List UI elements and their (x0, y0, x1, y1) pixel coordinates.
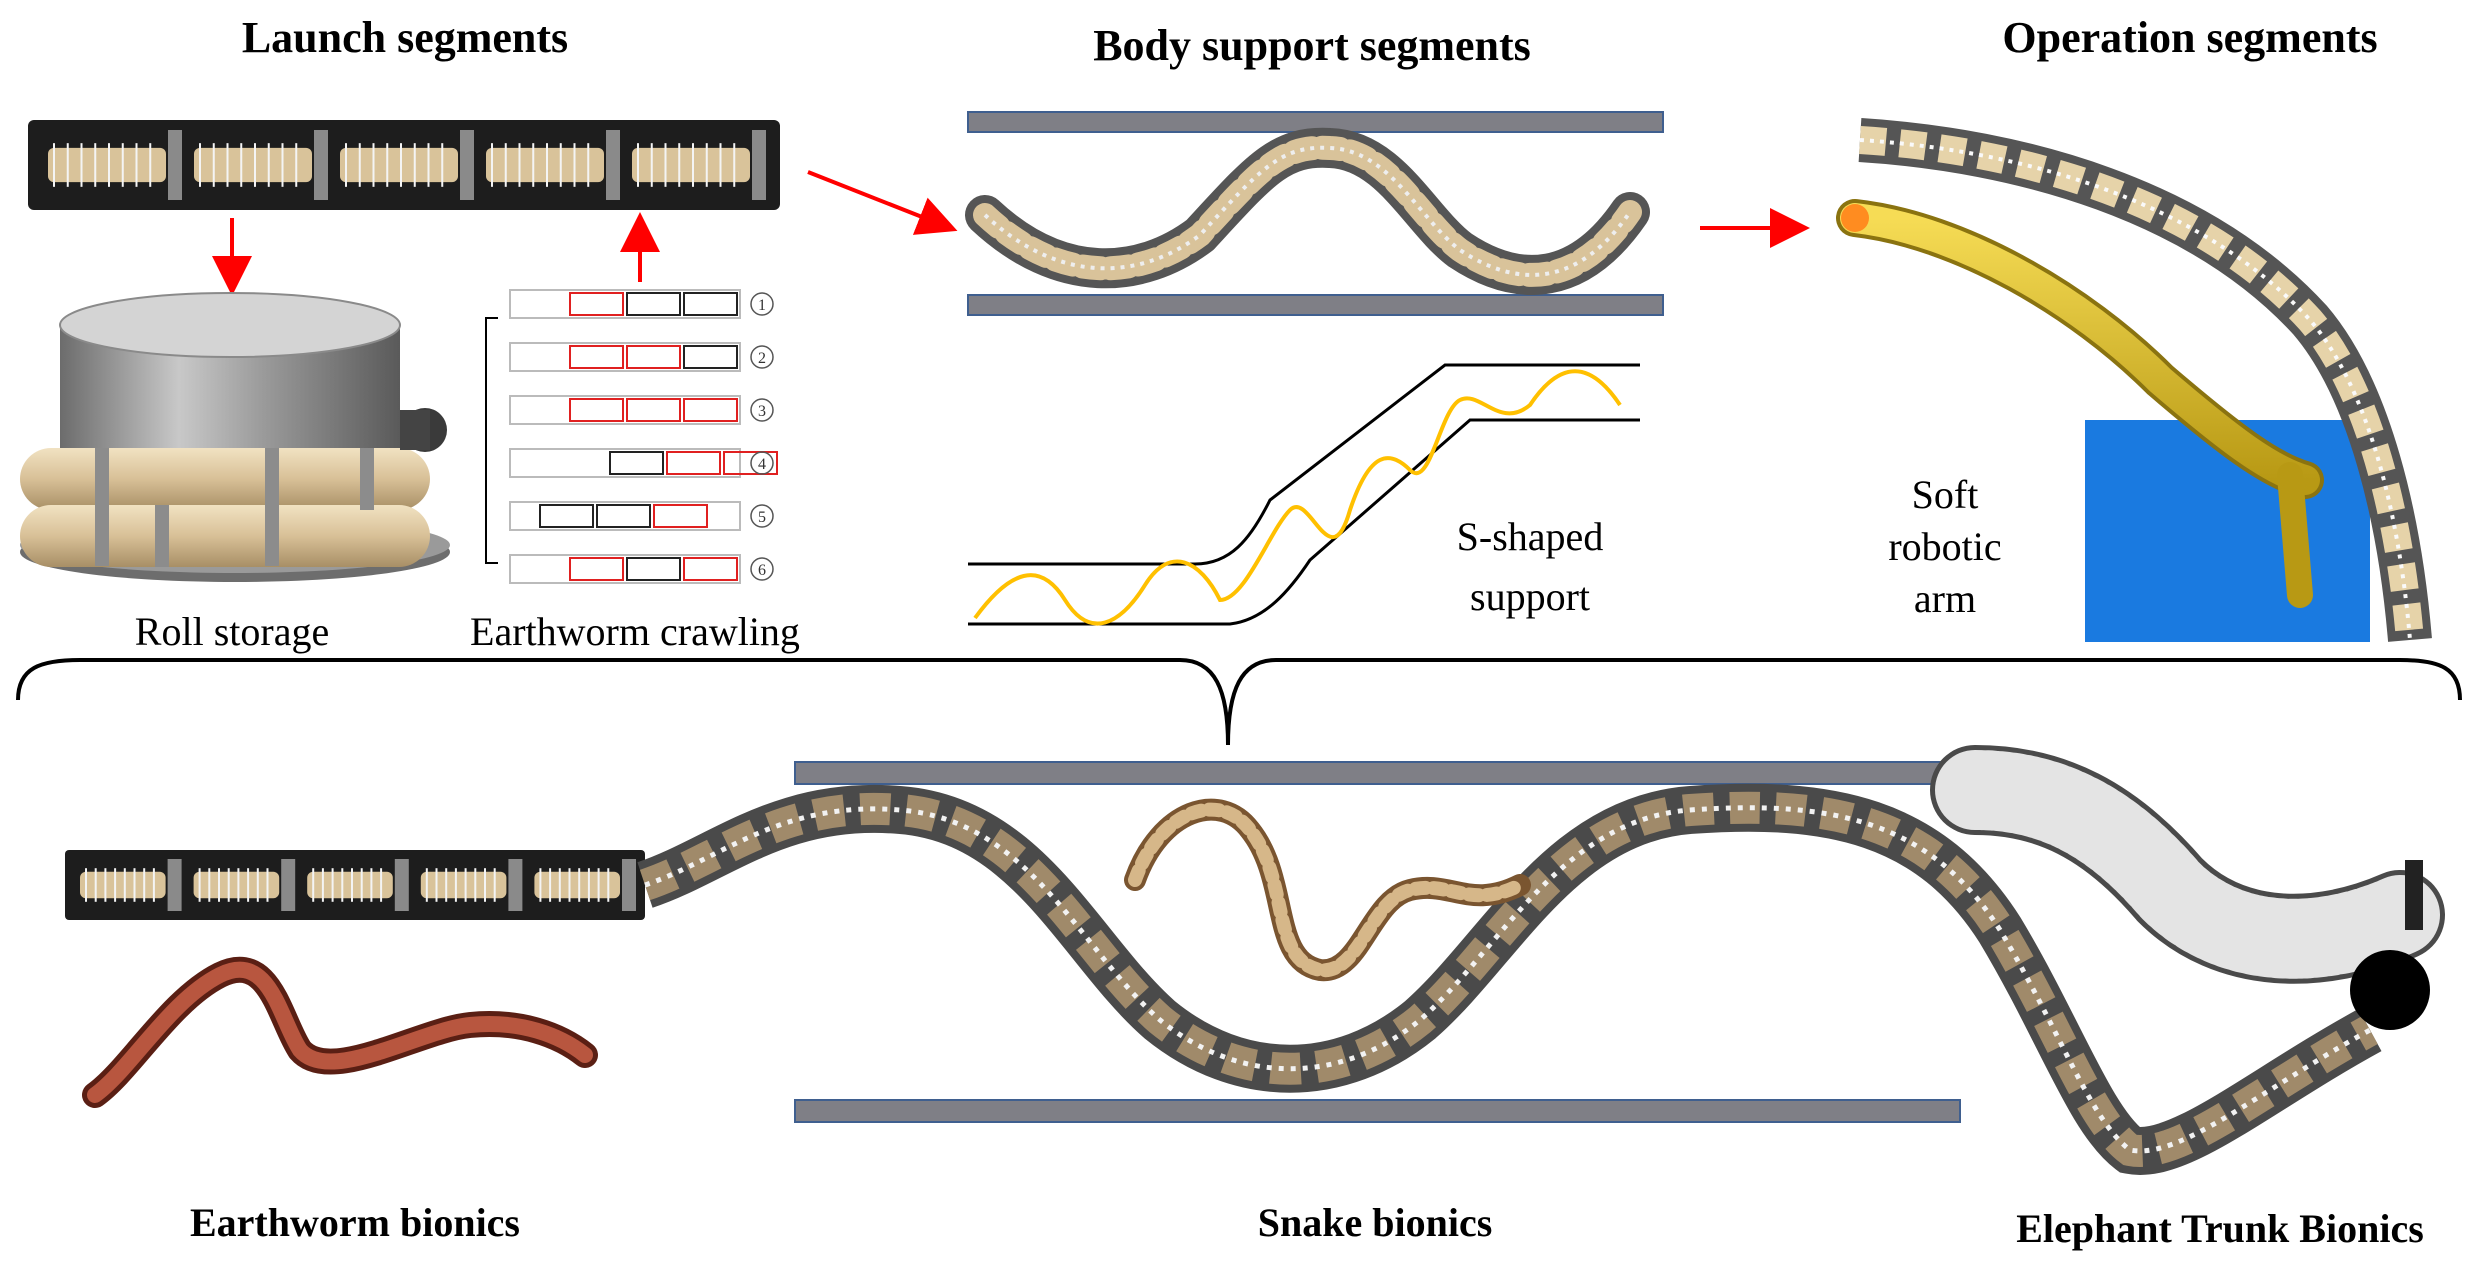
bottom-launch-tube (65, 850, 645, 920)
s-shaped-support-schematic (968, 363, 1640, 626)
crawl-segment-box (653, 504, 708, 528)
crawl-segment-box (723, 451, 778, 475)
earthworm-bionics-caption: Earthworm bionics (190, 1200, 520, 1245)
crawl-segment-box (569, 345, 624, 369)
crawl-step-number-circle (750, 292, 774, 316)
body-support-wall-bottom (967, 294, 1664, 316)
tube-spring-cell (340, 147, 458, 183)
grouping-brace (16, 658, 2462, 746)
earthworm-crawling-caption: Earthworm crawling (470, 609, 800, 654)
roll-storage-caption: Roll storage (135, 609, 329, 654)
tube-joint (752, 130, 766, 200)
launch-robot-tube (28, 120, 780, 210)
roll-storage-drum (20, 292, 450, 582)
elephant-trunk-image (1930, 745, 2445, 1030)
snake-channel-wall-top (794, 761, 1961, 785)
earthworm-image (82, 956, 598, 1108)
crawl-step-row: 5 (509, 501, 774, 531)
tube-spring-cell (193, 871, 280, 899)
tube-spring-cell (420, 871, 507, 899)
crawl-segment-box (609, 451, 664, 475)
crawl-segment-box (569, 398, 624, 422)
crawl-step-row: 3 (509, 395, 774, 425)
crawl-step-track (509, 289, 741, 319)
tube-spring-cell (194, 147, 312, 183)
crawl-step-number-circle (750, 504, 774, 528)
tube-spring-cell (486, 147, 604, 183)
crawl-segment-box (626, 398, 681, 422)
tube-joint (460, 130, 474, 200)
crawl-step-number-circle (750, 557, 774, 581)
crawl-step-number: 3 (758, 403, 766, 420)
launch-segments-heading: Launch segments (242, 13, 568, 62)
crawl-segment-box (683, 345, 738, 369)
crawl-step-number: 5 (758, 509, 766, 526)
crawl-segment-box (683, 398, 738, 422)
crawl-step-track (509, 501, 741, 531)
s-shaped-support-caption-line2: support (1470, 574, 1590, 619)
tube-spring-cell (307, 871, 393, 899)
snake-bionics-caption: Snake bionics (1258, 1200, 1493, 1245)
crawl-segment-box (569, 557, 624, 581)
body-support-segments-heading: Body support segments (1093, 21, 1531, 70)
crawl-step-number: 6 (758, 562, 766, 579)
tube-joint (394, 859, 409, 911)
crawl-step-number: 4 (758, 456, 766, 473)
crawl-segment-box (666, 451, 721, 475)
operation-arm-rendering (1836, 118, 2432, 642)
tube-joint (168, 130, 182, 200)
tube-joint (314, 130, 328, 200)
crawl-segment-box (626, 292, 681, 316)
tube-joint (606, 130, 620, 200)
tube-joint (281, 859, 296, 911)
soft-robotic-arm-caption-line2: robotic (1888, 524, 2001, 569)
crawl-step-row: 1 (509, 289, 774, 319)
crawl-segment-box (569, 292, 624, 316)
crawl-segment-box (626, 557, 681, 581)
crawl-step-number: 2 (758, 350, 766, 367)
soft-robotic-arm-caption-line3: arm (1914, 576, 1976, 621)
snake-channel-wall-bottom (794, 1099, 1961, 1123)
crawl-step-number-circle (750, 451, 774, 475)
combined-snake-robot (637, 783, 2382, 1175)
arrow-launch-to-body (807, 170, 958, 235)
crawl-segment-box (626, 345, 681, 369)
tube-joint (622, 859, 636, 911)
crawl-step-track (509, 395, 741, 425)
snake-image (1124, 798, 1531, 982)
tube-spring-cell (48, 147, 166, 183)
crawl-step-track (509, 554, 741, 584)
crawl-segment-box (596, 504, 651, 528)
tube-spring-cell (632, 147, 750, 183)
crawl-step-number-circle (750, 398, 774, 422)
soft-robotic-arm-caption-line1: Soft (1912, 472, 1979, 517)
tube-spring-cell (80, 871, 166, 899)
crawl-segment-box (683, 292, 738, 316)
target-ball (2350, 950, 2430, 1030)
crawl-step-number-circle (750, 345, 774, 369)
s-shaped-support-caption-line1: S-shaped (1457, 514, 1604, 559)
crawl-step-row: 6 (509, 554, 774, 584)
crawl-step-row: 2 (509, 342, 774, 372)
crawl-step-row: 4 (509, 448, 778, 478)
body-support-robot-wave (965, 127, 1650, 295)
tube-joint (167, 859, 182, 911)
operation-segments-heading: Operation segments (2002, 13, 2377, 62)
elephant-trunk-bionics-caption: Elephant Trunk Bionics (2016, 1206, 2424, 1251)
crawl-step-number: 1 (758, 297, 766, 314)
tube-spring-cell (534, 871, 620, 899)
tube-joint (508, 859, 523, 911)
crawl-segment-box (539, 504, 594, 528)
crawl-step-track (509, 448, 741, 478)
earthworm-crawling-steps: 1 2 3 4 5 6 (485, 289, 778, 584)
crawl-step-track (509, 342, 741, 372)
crawl-segment-box (683, 557, 738, 581)
